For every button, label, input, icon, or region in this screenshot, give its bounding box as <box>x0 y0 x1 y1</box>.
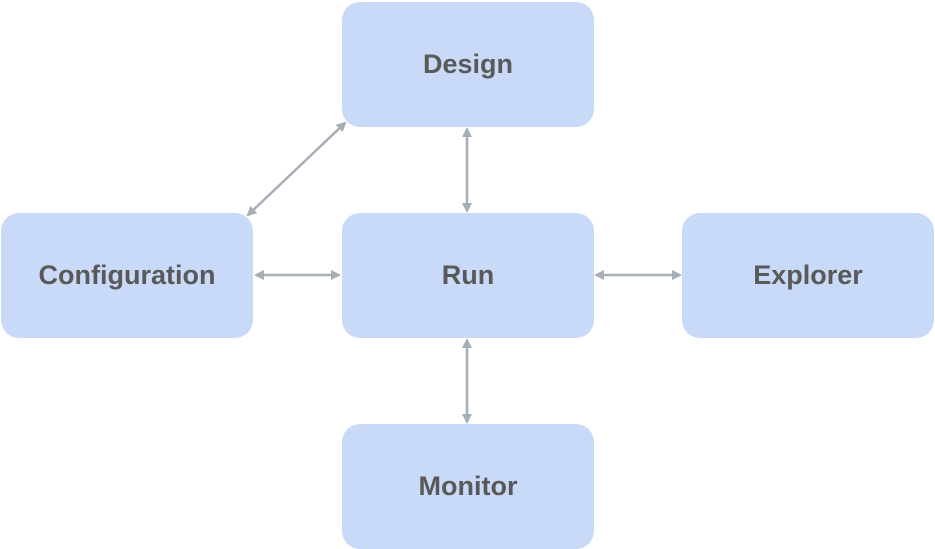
configuration-label: Configuration <box>38 260 216 290</box>
monitor-label: Monitor <box>418 471 518 501</box>
design-label: Design <box>422 49 514 79</box>
monitor-node[interactable]: Monitor <box>342 424 594 549</box>
run-label: Run <box>441 260 495 290</box>
explorer-node[interactable]: Explorer <box>682 213 934 338</box>
run-node[interactable]: Run <box>342 213 594 338</box>
design-node[interactable]: Design <box>342 2 594 127</box>
connector-design-configuration <box>246 121 347 217</box>
explorer-label: Explorer <box>753 260 863 290</box>
configuration-node[interactable]: Configuration <box>1 213 253 338</box>
